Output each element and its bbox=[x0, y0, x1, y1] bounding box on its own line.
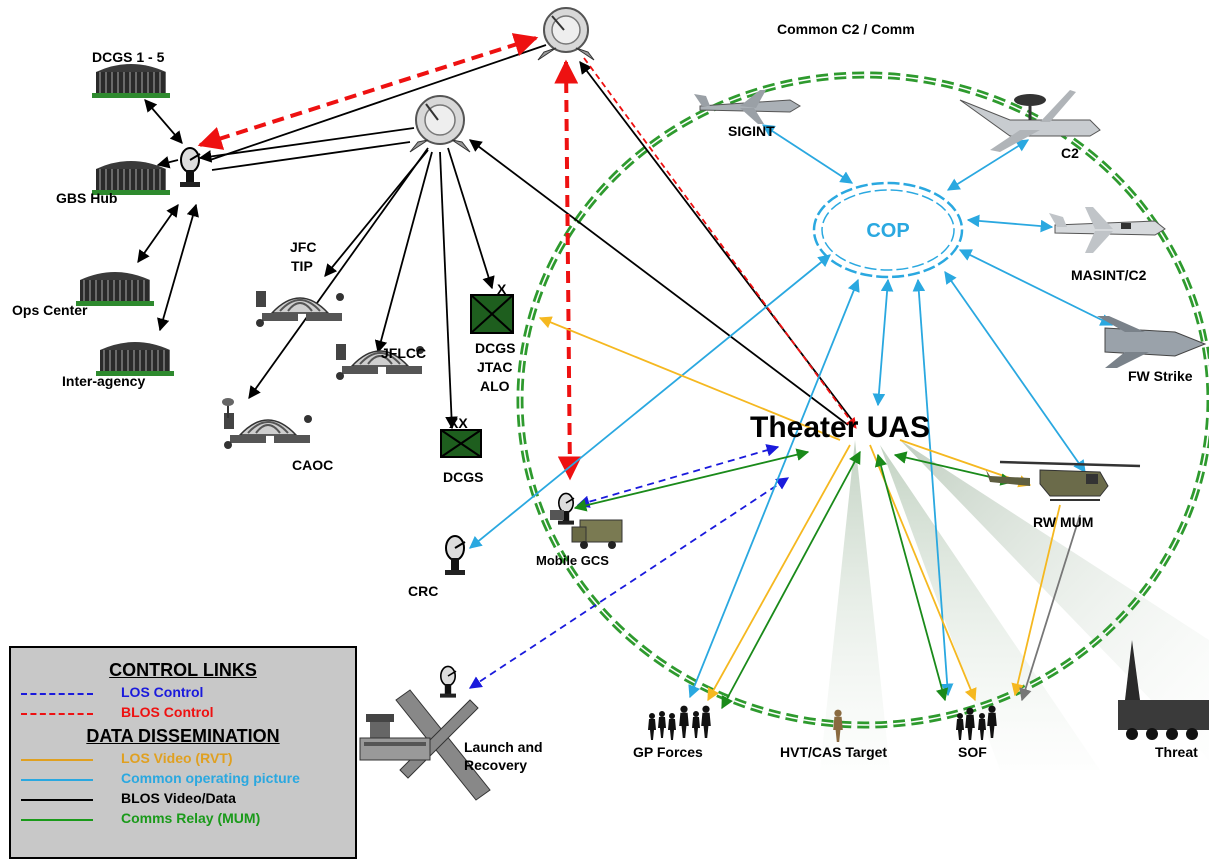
mobile-gcs-label: Mobile GCS bbox=[536, 553, 609, 568]
legend-swatch bbox=[21, 779, 93, 781]
fw-strike-aircraft-icon[interactable] bbox=[1097, 316, 1207, 368]
hvt-cas-label: HVT/CAS Target bbox=[780, 744, 887, 760]
hvt-target-icon[interactable] bbox=[833, 709, 843, 742]
jfc-label: JFC bbox=[290, 239, 316, 255]
ops-center-label: Ops Center bbox=[12, 302, 88, 318]
legend-item-cop: Common operating picture bbox=[21, 770, 351, 788]
dcgs-label-b: DCGS bbox=[443, 469, 483, 485]
alo-label: ALO bbox=[480, 378, 510, 394]
legend-label: LOS Video (RVT) bbox=[121, 750, 233, 766]
legend-label: Common operating picture bbox=[121, 770, 300, 786]
caoc-hangar-icon[interactable] bbox=[223, 412, 313, 450]
mobile-gcs-icon[interactable] bbox=[550, 492, 623, 549]
unit-x-label: X bbox=[497, 281, 507, 297]
jfc-tip-hangar-icon[interactable] bbox=[255, 290, 345, 328]
cop-links bbox=[469, 124, 1114, 699]
legend-item-los-control: LOS Control bbox=[21, 684, 351, 702]
tip-label: TIP bbox=[291, 258, 313, 274]
satellite-lower-icon[interactable] bbox=[409, 95, 471, 153]
legend-label: BLOS Video/Data bbox=[121, 790, 236, 806]
dcgs-label-a: DCGS bbox=[475, 340, 515, 356]
sof-icon[interactable] bbox=[956, 705, 997, 740]
los-control-links bbox=[468, 444, 790, 689]
legend-swatch bbox=[21, 819, 93, 821]
launch-label-line1: Launch and bbox=[464, 739, 543, 755]
ops-center-building-icon[interactable] bbox=[76, 272, 154, 306]
legend-label: BLOS Control bbox=[121, 704, 214, 720]
gp-forces-icon[interactable] bbox=[648, 705, 711, 740]
legend-swatch bbox=[21, 759, 93, 761]
legend-item-blos-control: BLOS Control bbox=[21, 704, 351, 722]
legend-label: LOS Control bbox=[121, 684, 204, 700]
sigint-aircraft-icon[interactable] bbox=[694, 90, 801, 124]
crc-label: CRC bbox=[408, 583, 438, 599]
gbs-hub-dish-icon[interactable] bbox=[179, 147, 201, 188]
dcgs-unit-icon[interactable] bbox=[440, 429, 482, 458]
c2-label: C2 bbox=[1061, 145, 1079, 161]
gbs-hub-label: GBS Hub bbox=[56, 190, 117, 206]
inter-agency-building-icon[interactable] bbox=[96, 342, 174, 376]
rw-sof-link bbox=[1019, 514, 1081, 702]
threat-label: Threat bbox=[1155, 744, 1198, 760]
c2-awacs-icon[interactable] bbox=[959, 90, 1101, 152]
legend-label: Comms Relay (MUM) bbox=[121, 810, 261, 826]
masint-label: MASINT/C2 bbox=[1071, 267, 1147, 283]
launch-recovery-icon[interactable] bbox=[359, 665, 491, 801]
common-c2-label: Common C2 / Comm bbox=[777, 21, 915, 37]
cop-label: COP bbox=[866, 220, 909, 242]
crc-dish-icon[interactable] bbox=[444, 535, 466, 576]
gp-forces-label: GP Forces bbox=[633, 744, 703, 760]
theater-uas-label: Theater UAS bbox=[750, 411, 930, 444]
caoc-antenna-icon bbox=[222, 398, 234, 418]
legend-data-title: DATA DISSEMINATION bbox=[86, 726, 280, 746]
masint-aircraft-icon[interactable] bbox=[1049, 207, 1166, 253]
dcgs-jtac-alo-unit-icon[interactable] bbox=[470, 294, 514, 334]
inter-agency-label: Inter-agency bbox=[62, 373, 145, 389]
caoc-label: CAOC bbox=[292, 457, 333, 473]
legend-item-comms-relay: Comms Relay (MUM) bbox=[21, 810, 351, 828]
rw-mum-helicopter-icon[interactable] bbox=[986, 460, 1141, 501]
dcgs-1-5-label: DCGS 1 - 5 bbox=[92, 49, 165, 65]
legend-control-title: CONTROL LINKS bbox=[109, 660, 257, 680]
dcgs-1-5-building-icon[interactable] bbox=[92, 64, 170, 98]
unit-xx-label: XX bbox=[449, 415, 468, 431]
rw-mum-label: RW MUM bbox=[1033, 514, 1093, 530]
threat-launcher-icon[interactable] bbox=[1118, 640, 1209, 740]
sof-label: SOF bbox=[958, 744, 987, 760]
launch-label-line2: Recovery bbox=[464, 757, 527, 773]
cop-node[interactable]: COP bbox=[812, 181, 964, 279]
legend-swatch bbox=[21, 713, 93, 715]
legend-panel: CONTROL LINKS LOS Control BLOS Control D… bbox=[9, 646, 357, 859]
legend-swatch bbox=[21, 799, 93, 801]
legend-item-blos-data: BLOS Video/Data bbox=[21, 790, 351, 808]
fw-strike-label: FW Strike bbox=[1128, 368, 1193, 384]
jtac-label: JTAC bbox=[477, 359, 513, 375]
satellite-upper-icon[interactable] bbox=[537, 7, 595, 61]
legend-item-los-video: LOS Video (RVT) bbox=[21, 750, 351, 768]
legend-swatch bbox=[21, 693, 93, 695]
jflcc-label: JFLCC bbox=[381, 345, 426, 361]
sigint-label: SIGINT bbox=[728, 123, 775, 139]
